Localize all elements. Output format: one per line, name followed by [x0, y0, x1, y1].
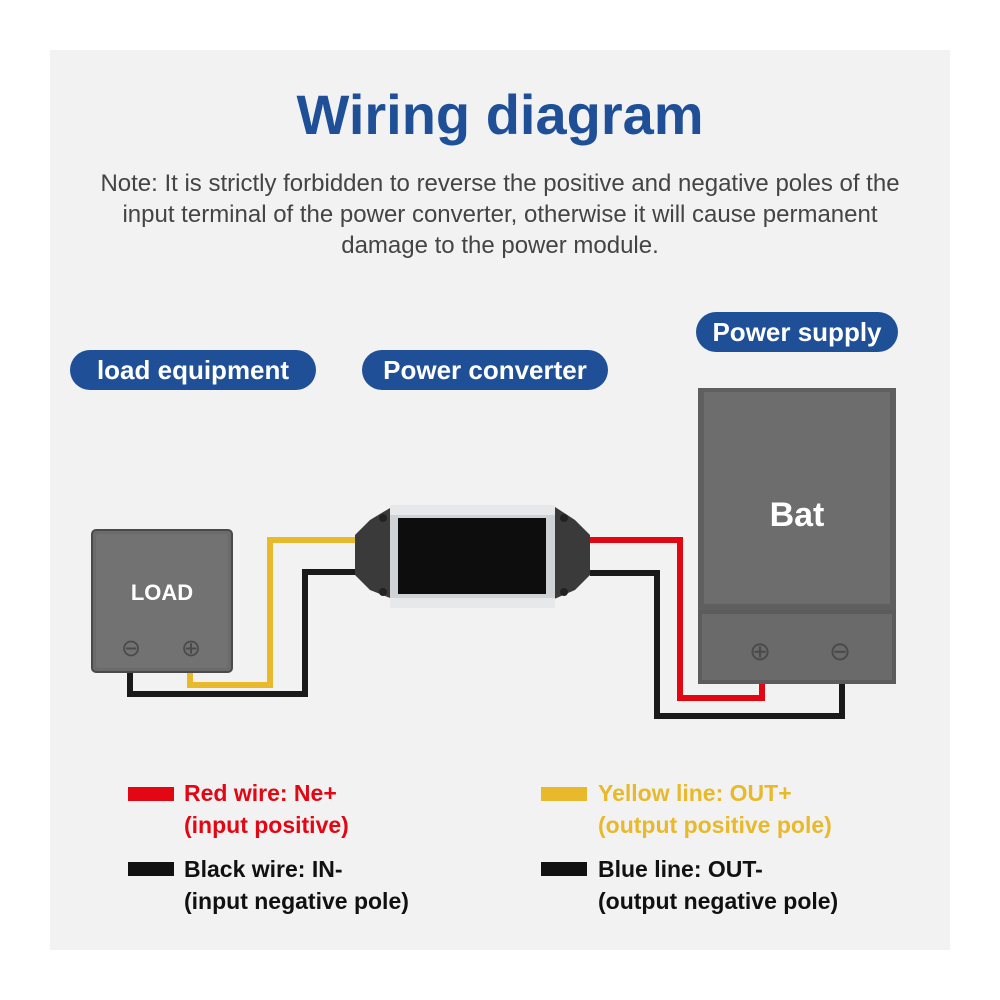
legend-swatch-red	[128, 787, 174, 801]
legend-swatch-blue	[541, 862, 587, 876]
legend-red-text: Red wire: Ne+ (input positive)	[184, 777, 349, 841]
legend-yellow-text: Yellow line: OUT+ (output positive pole)	[598, 777, 832, 841]
load-negative-terminal-icon: ⊖	[120, 635, 142, 662]
battery-negative-terminal-icon: ⊖	[829, 636, 851, 666]
wire-yellow-output-positive	[187, 537, 355, 688]
legend-blue-line2: (output negative pole)	[598, 888, 839, 914]
legend-black-line2: (input negative pole)	[184, 888, 409, 914]
legend-red-line2: (input positive)	[184, 812, 349, 838]
legend-yellow-line2: (output positive pole)	[598, 812, 832, 838]
label-power-converter: Power converter	[362, 350, 608, 390]
load-positive-terminal-icon: ⊕	[180, 635, 202, 662]
battery-positive-terminal-icon: ⊕	[749, 636, 771, 666]
load-label: LOAD	[130, 580, 194, 605]
legend-yellow-line1: Yellow line: OUT+	[598, 780, 792, 806]
label-power-supply: Power supply	[696, 312, 898, 352]
legend-black-text: Black wire: IN- (input negative pole)	[184, 853, 409, 917]
page-title: Wiring diagram	[296, 83, 704, 146]
battery-device	[698, 388, 896, 684]
load-device	[91, 529, 233, 673]
wire-red-input-positive	[590, 537, 765, 701]
label-load-equipment: load equipment	[70, 350, 316, 390]
legend-blue-line1: Blue line: OUT-	[598, 856, 763, 882]
wire-black-input-negative	[590, 570, 845, 719]
wire-black-output-negative	[127, 569, 355, 697]
legend-black-line1: Black wire: IN-	[184, 856, 343, 882]
legend-swatch-yellow	[541, 787, 587, 801]
battery-label: Bat	[769, 496, 825, 534]
legend-blue-text: Blue line: OUT- (output negative pole)	[598, 853, 838, 917]
power-converter-device	[355, 505, 590, 608]
legend-red-line1: Red wire: Ne+	[184, 780, 337, 806]
legend-swatch-black	[128, 862, 174, 876]
warning-note: Note: It is strictly forbidden to revers…	[100, 170, 900, 259]
